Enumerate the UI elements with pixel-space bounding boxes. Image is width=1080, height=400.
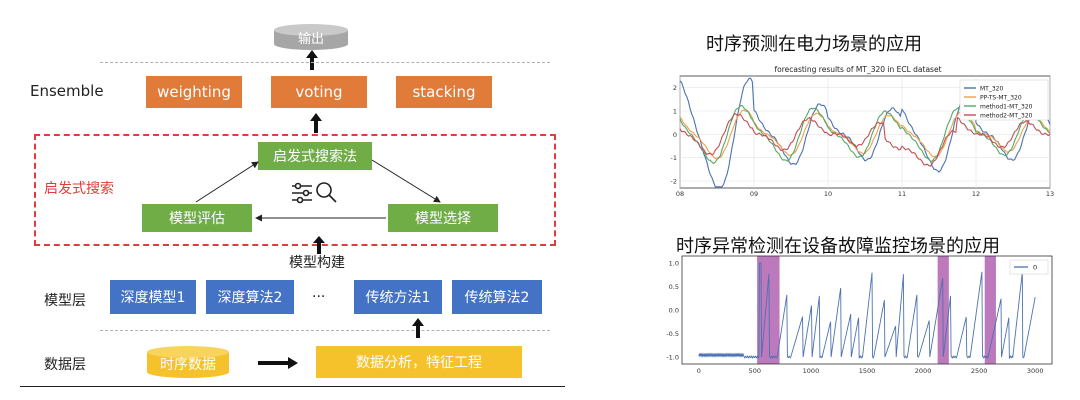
arrow-right-icon [258,357,298,369]
chart1-series-line [679,113,1051,167]
chart1-xtick: 09 [750,190,758,198]
chart1-legend-label: method1-MT_320 [980,104,1033,111]
data-cylinder [147,346,229,378]
chart1-series [679,77,1051,188]
chart1-xtick: 08 [676,190,684,198]
model-eval-box: 模型评估 [142,204,252,232]
chart2-legend-label: 0 [1033,264,1037,272]
data-layer-label: 数据层 [44,357,86,373]
chart2-xtick: 0 [697,367,701,375]
ensemble-label: Ensemble [30,82,104,100]
model-item-deep2: 深度算法2 [206,280,294,314]
ensemble-voting: voting [271,76,367,108]
chart1-legend-label: PP-TS-MT_320 [980,95,1022,102]
output-cylinder [274,24,348,50]
chart2-legend: 0 [1009,259,1049,275]
model-select-box: 模型选择 [388,204,498,232]
heuristic-label: 启发式搜索 [44,181,114,197]
anomaly-chart: 1.0 0.5 0.0 -0.5 -1.0 0 500 1000 1500 2000 2500 300… [660,254,1060,380]
heuristic-search-box: 启发式搜索法 [258,142,372,170]
search-tuning-icon [292,182,337,204]
ensemble-stacking: stacking [396,76,492,108]
chart2-xtick: 1000 [803,367,820,375]
chart1-series-line [679,77,1051,188]
model-build-label: 模型构建 [289,255,345,271]
heuristic-arrows [195,159,441,222]
chart2-series-line [698,262,1036,360]
bottom-rule [20,386,565,387]
chart1-xtick: 12 [972,190,980,198]
chart1-xtick: 11 [898,190,906,198]
ensemble-weighting: weighting [146,76,242,108]
chart2-ticks: 1.0 0.5 0.0 -0.5 -1.0 0 500 1000 1500 2000 2500 300… [666,260,1043,375]
chart2-ytick: 0.0 [669,307,679,315]
chart2-xtick: 3000 [1027,367,1044,375]
chart2-xtick: 500 [749,367,761,375]
chart1-legend-label: method2-MT_320 [980,113,1033,120]
chart1-ytick: 2 [673,84,677,92]
chart1-series-line [679,109,1051,160]
arrow-up-icon [306,50,318,70]
architecture-diagram: 输出 Ensemble weighting voting stacking 启发… [20,24,565,387]
chart1-title: forecasting results of MT_320 in ECL dat… [774,65,941,74]
data-analysis-box: 数据分析，特征工程 [316,346,522,378]
forecast-title: 时序预测在电力场景的应用 [706,34,922,55]
anomaly-title: 时序异常检测在设备故障监控场景的应用 [676,236,1000,257]
ts-data-label: 时序数据 [160,357,216,373]
chart2-xtick: 1500 [859,367,876,375]
chart1-ytick: 0 [673,131,677,139]
chart2-legend-box [1009,259,1049,275]
chart1-series-line [679,104,1051,165]
arrow-up-icon [313,236,325,254]
arrow-up-icon [310,113,322,133]
chart2-ytick: -0.5 [666,330,679,338]
chart1-xtick: 13 [1046,190,1054,198]
chart2-xtick: 2500 [971,367,988,375]
anomaly-highlight [984,256,996,364]
output-label: 输出 [297,31,324,47]
chart2-ytick: 1.0 [669,260,679,268]
chart1-ytick: -2 [671,178,677,186]
chart1-legend-label: MT_320 [980,86,1003,93]
chart2-xtick: 2000 [915,367,932,375]
model-item-deep1: 深度模型1 [110,280,196,314]
model-item-trad2: 传统算法2 [452,280,542,314]
model-item-trad1: 传统方法1 [354,280,442,314]
arrow-up-icon [412,318,424,338]
chart1-ytick: -1 [671,154,677,162]
separator-line [100,62,550,63]
chart2-ytick: -1.0 [666,353,679,361]
chart1-xtick: 10 [824,190,832,198]
chart1-ytick: 1 [673,108,677,116]
chart2-series [698,262,1036,360]
separator-line [100,330,550,331]
heuristic-search-region [34,134,556,246]
chart1-legend-box [959,79,1049,121]
model-item-ellipsis: ··· [312,289,326,305]
anomaly-highlight [757,256,780,364]
forecast-chart: forecasting results of MT_320 in ECL dat… [660,60,1060,200]
chart2-ytick: 0.5 [669,283,679,291]
model-layer-label: 模型层 [44,293,86,309]
